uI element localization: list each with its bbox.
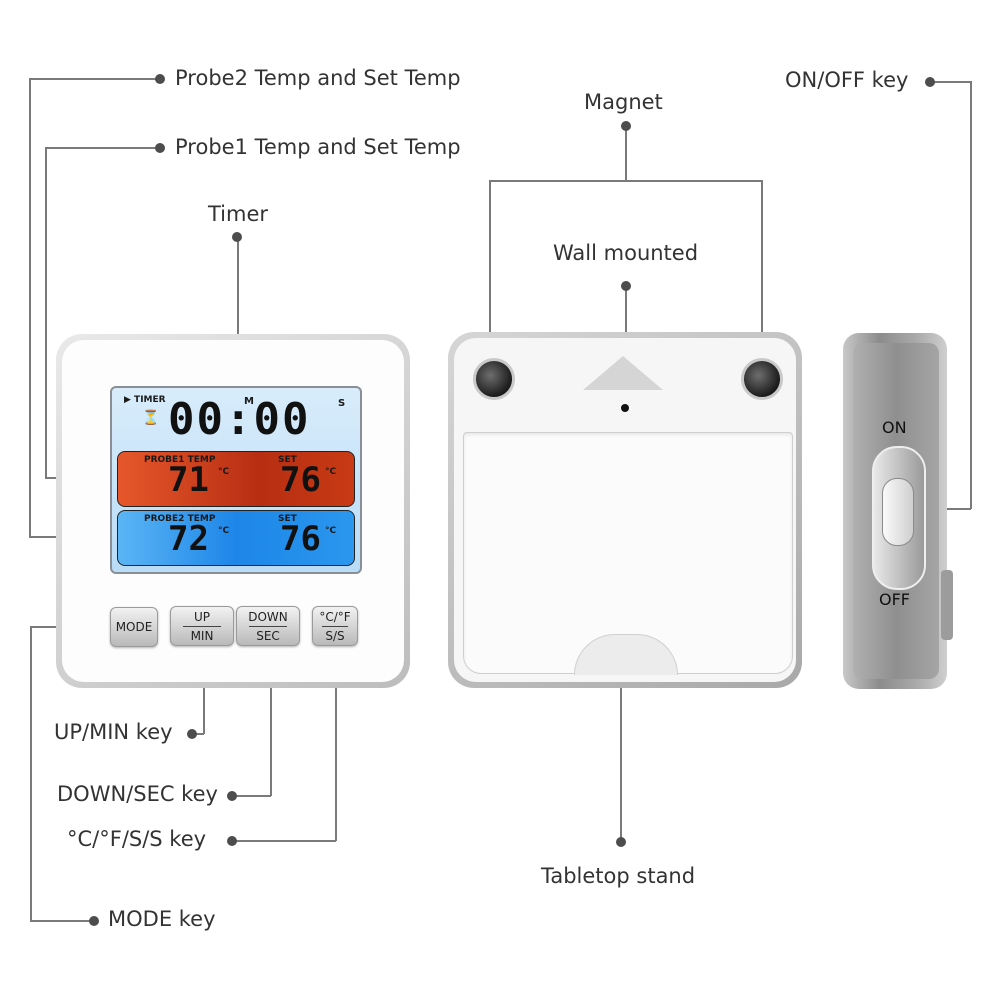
probe1-line-h bbox=[45, 147, 160, 149]
mode-dot bbox=[89, 916, 99, 926]
wall-line bbox=[625, 286, 627, 376]
probe1-line-v bbox=[45, 147, 47, 478]
upmin-line-v bbox=[203, 646, 205, 734]
upmin-callout: UP/MIN key bbox=[54, 720, 173, 744]
wall-hanger bbox=[583, 356, 663, 390]
second-mark: S bbox=[338, 398, 346, 409]
mode-line-v bbox=[30, 626, 32, 921]
hourglass-icon: ⏳ bbox=[142, 410, 160, 426]
probe2-dot bbox=[155, 74, 165, 84]
probe2-set-temp: 76 bbox=[280, 519, 321, 559]
ss-label: S/S bbox=[325, 628, 345, 643]
probe2-callout: Probe2 Temp and Set Temp bbox=[175, 66, 461, 90]
onoff-callout: ON/OFF key bbox=[785, 68, 909, 92]
tabletop-callout: Tabletop stand bbox=[541, 864, 696, 888]
probe1-set-unit: °C bbox=[325, 467, 337, 477]
magnet-dot bbox=[621, 121, 631, 131]
magnet-line-left bbox=[489, 180, 491, 374]
wall-mounted-callout: Wall mounted bbox=[553, 241, 699, 265]
downsec-line-h bbox=[232, 795, 271, 797]
cfss-dot bbox=[227, 836, 237, 846]
off-label: OFF bbox=[879, 590, 910, 609]
cfss-line-h bbox=[232, 840, 336, 842]
magnet-left bbox=[473, 358, 515, 400]
minute-mark: M bbox=[244, 396, 254, 407]
probe1-callout: Probe1 Temp and Set Temp bbox=[175, 135, 461, 159]
cfss-line-v bbox=[335, 646, 337, 841]
probe1-set-temp: 76 bbox=[280, 460, 321, 500]
down-sec-button[interactable]: DOWN SEC bbox=[236, 606, 300, 646]
probe1-unit: °C bbox=[218, 467, 230, 477]
probe2-temp: 72 bbox=[168, 519, 209, 559]
cf-label: °C/°F bbox=[319, 609, 351, 624]
onoff-line-h-top bbox=[930, 81, 971, 83]
power-switch[interactable] bbox=[882, 478, 914, 546]
mode-callout: MODE key bbox=[108, 907, 216, 931]
magnet-line-h bbox=[489, 180, 762, 182]
timer-line bbox=[237, 237, 239, 400]
probe2-line-h bbox=[29, 78, 160, 80]
tabletop-line bbox=[620, 540, 622, 842]
upmin-line-h bbox=[192, 733, 204, 735]
on-label: ON bbox=[882, 418, 907, 437]
timer-callout: Timer bbox=[208, 202, 269, 226]
magnet-callout: Magnet bbox=[584, 90, 663, 114]
probe2-label: PROBE2 TEMP bbox=[144, 514, 216, 524]
mode-button-label: MODE bbox=[115, 620, 153, 634]
probe1-label: PROBE1 TEMP bbox=[144, 455, 216, 465]
wall-dot bbox=[621, 281, 631, 291]
wall-hole bbox=[621, 404, 629, 412]
cf-ss-button[interactable]: °C/°F S/S bbox=[312, 606, 358, 646]
onoff-line-v bbox=[970, 81, 972, 509]
mode-line-h-bottom bbox=[30, 920, 94, 922]
down-label: DOWN bbox=[248, 609, 288, 624]
min-label: MIN bbox=[190, 628, 214, 643]
downsec-line-v bbox=[270, 646, 272, 796]
magnet-line-v bbox=[625, 126, 627, 180]
downsec-dot bbox=[227, 791, 237, 801]
cfss-callout: °C/°F/S/S key bbox=[67, 827, 207, 851]
onoff-dot bbox=[925, 77, 935, 87]
upmin-dot bbox=[187, 729, 197, 739]
probe2-set-label: SET bbox=[278, 514, 297, 524]
magnet-right bbox=[741, 358, 783, 400]
up-label: UP bbox=[193, 609, 211, 624]
side-tab bbox=[941, 570, 953, 640]
probe1-set-label: SET bbox=[278, 455, 297, 465]
timer-indicator: ▶ TIMER bbox=[124, 395, 166, 405]
probe2-band bbox=[117, 510, 355, 566]
downsec-callout: DOWN/SEC key bbox=[57, 782, 218, 806]
probe2-set-unit: °C bbox=[325, 526, 337, 536]
up-min-button[interactable]: UP MIN bbox=[170, 606, 234, 646]
timer-dot bbox=[232, 232, 242, 242]
tabletop-dot bbox=[616, 837, 626, 847]
probe2-line-v bbox=[29, 78, 31, 537]
magnet-line-right bbox=[761, 180, 763, 374]
probe1-band bbox=[117, 451, 355, 507]
probe2-unit: °C bbox=[218, 526, 230, 536]
probe1-temp: 71 bbox=[168, 460, 209, 500]
sec-label: SEC bbox=[256, 628, 280, 643]
mode-button[interactable]: MODE bbox=[110, 607, 158, 647]
timer-display: 00:00 bbox=[168, 394, 311, 445]
probe1-dot bbox=[155, 143, 165, 153]
